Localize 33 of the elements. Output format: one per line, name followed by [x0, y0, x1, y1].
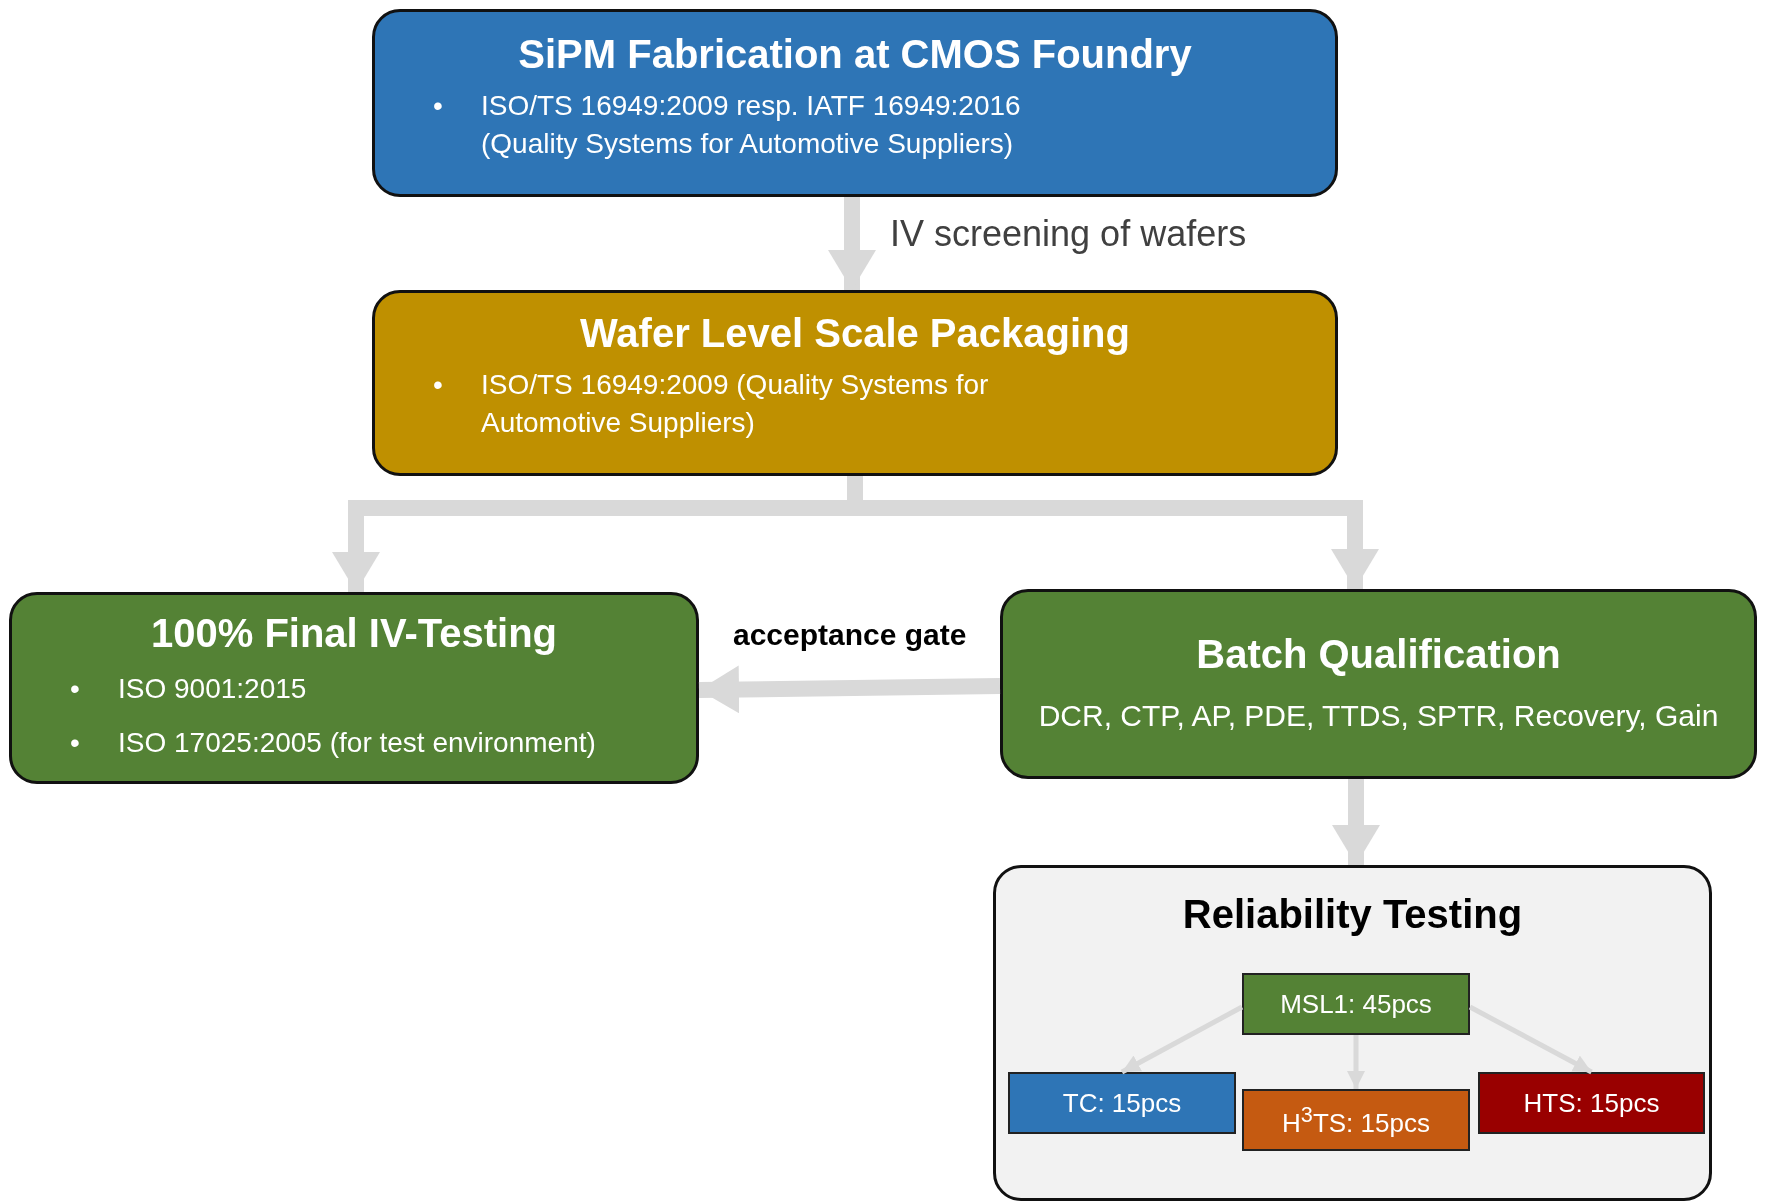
- box-text: DCR, CTP, AP, PDE, TTDS, SPTR, Recovery, Gain: [1037, 699, 1720, 733]
- arrow: [698, 665, 1001, 714]
- box-heading: Batch Qualification: [1195, 632, 1562, 677]
- arrow: [1347, 1035, 1365, 1089]
- bullet-item: ISO/TS 16949:2009 resp. IATF 16949:2016 (Quality Systems for Automotive Suppliers): [481, 89, 1022, 161]
- arrow: [828, 197, 876, 290]
- sample-label: HTS: 15pcs: [1523, 1087, 1660, 1119]
- sample-box: [1242, 1089, 1470, 1151]
- box-heading: SiPM Fabrication at CMOS Foundry: [517, 32, 1193, 77]
- sample-box: [1242, 973, 1470, 1035]
- process-box: [372, 290, 1338, 476]
- process-box: [9, 592, 699, 784]
- bullet-mark: •: [433, 89, 444, 123]
- box-heading: 100% Final IV-Testing: [149, 611, 558, 656]
- arrow: [1468, 1004, 1593, 1075]
- bullet-item: ISO 17025:2005 (for test environment): [118, 726, 597, 760]
- process-box: [1000, 589, 1757, 779]
- bullet-mark: •: [70, 726, 81, 760]
- sample-box: [1478, 1072, 1705, 1134]
- bullet-item: ISO 9001:2015: [118, 672, 308, 706]
- sample-box: [1008, 1072, 1236, 1134]
- process-box: [372, 9, 1338, 197]
- box-heading: Reliability Testing: [1181, 892, 1524, 937]
- bullet-item: ISO/TS 16949:2009 (Quality Systems for Automotive Suppliers): [481, 368, 990, 440]
- box-heading: Wafer Level Scale Packaging: [579, 311, 1131, 356]
- sample-label: TC: 15pcs: [1062, 1087, 1182, 1119]
- sample-label: H$^{3}$TS: 15pcs: [1282, 1101, 1430, 1139]
- arrow: [1332, 779, 1380, 865]
- bullet-mark: •: [70, 672, 81, 706]
- bullet-mark: •: [433, 368, 444, 402]
- group-panel: [993, 865, 1712, 1201]
- arrow: [1120, 1004, 1244, 1075]
- sample-label: MSL1: 45pcs: [1280, 988, 1432, 1020]
